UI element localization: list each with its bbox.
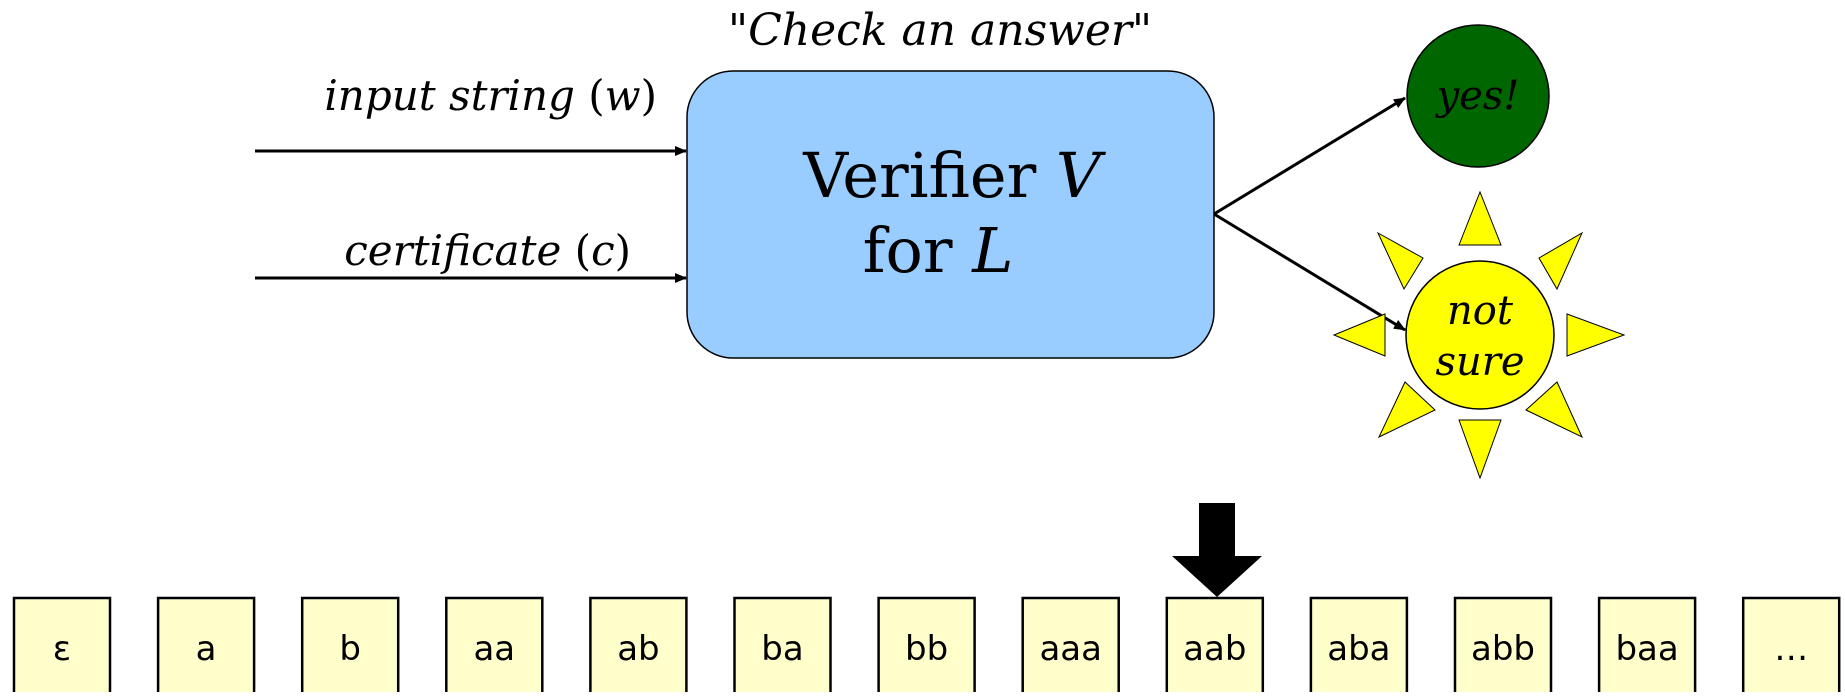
verifier-label-line2: for L (863, 214, 1014, 287)
diagram-title: "Check an answer" (728, 5, 1152, 56)
tape-cell (1309, 596, 1409, 697)
tape-cell (1021, 596, 1120, 697)
tape-cell (733, 596, 832, 697)
tape-cell-label: abb (1471, 629, 1535, 669)
tape-cell-label: ε (53, 629, 71, 669)
tape-cell-label: b (339, 629, 361, 669)
not-sure-circle (1405, 260, 1555, 410)
yes-label: yes! (1435, 73, 1520, 119)
yes-circle (1406, 24, 1550, 168)
tape-cell-label: aa (473, 629, 515, 669)
not-sure-arrow (1213, 212, 1406, 332)
tape-cell (300, 596, 400, 697)
tape-cell (445, 596, 544, 697)
sun-icon (1332, 190, 1626, 480)
tape-cell (1453, 596, 1553, 697)
tape-cell-label: bb (905, 629, 948, 669)
yes-arrow (1213, 96, 1406, 216)
certificate-label: certificate (c) (344, 226, 631, 275)
tape-cell-label: aaa (1039, 629, 1102, 669)
tape-cell-label: a (196, 629, 217, 669)
tape-cell-label: baa (1615, 629, 1678, 669)
tape-cell (12, 596, 112, 697)
tape-cell-label: … (1774, 629, 1808, 669)
down-arrow-icon (1172, 503, 1262, 597)
tape-cell (589, 596, 688, 697)
tape-cell (877, 596, 976, 697)
not-sure-label-line2: sure (1435, 339, 1524, 385)
not-sure-label-line1: not (1447, 288, 1514, 334)
input-string-label: input string (w) (324, 71, 657, 120)
verifier-label-line1: Verifier V (802, 139, 1107, 212)
tape-cell-label: ab (617, 629, 659, 669)
tape-cell-label: aab (1183, 629, 1246, 669)
tape-cell-label: ba (761, 629, 803, 669)
tape-cell-label: aba (1327, 629, 1390, 669)
